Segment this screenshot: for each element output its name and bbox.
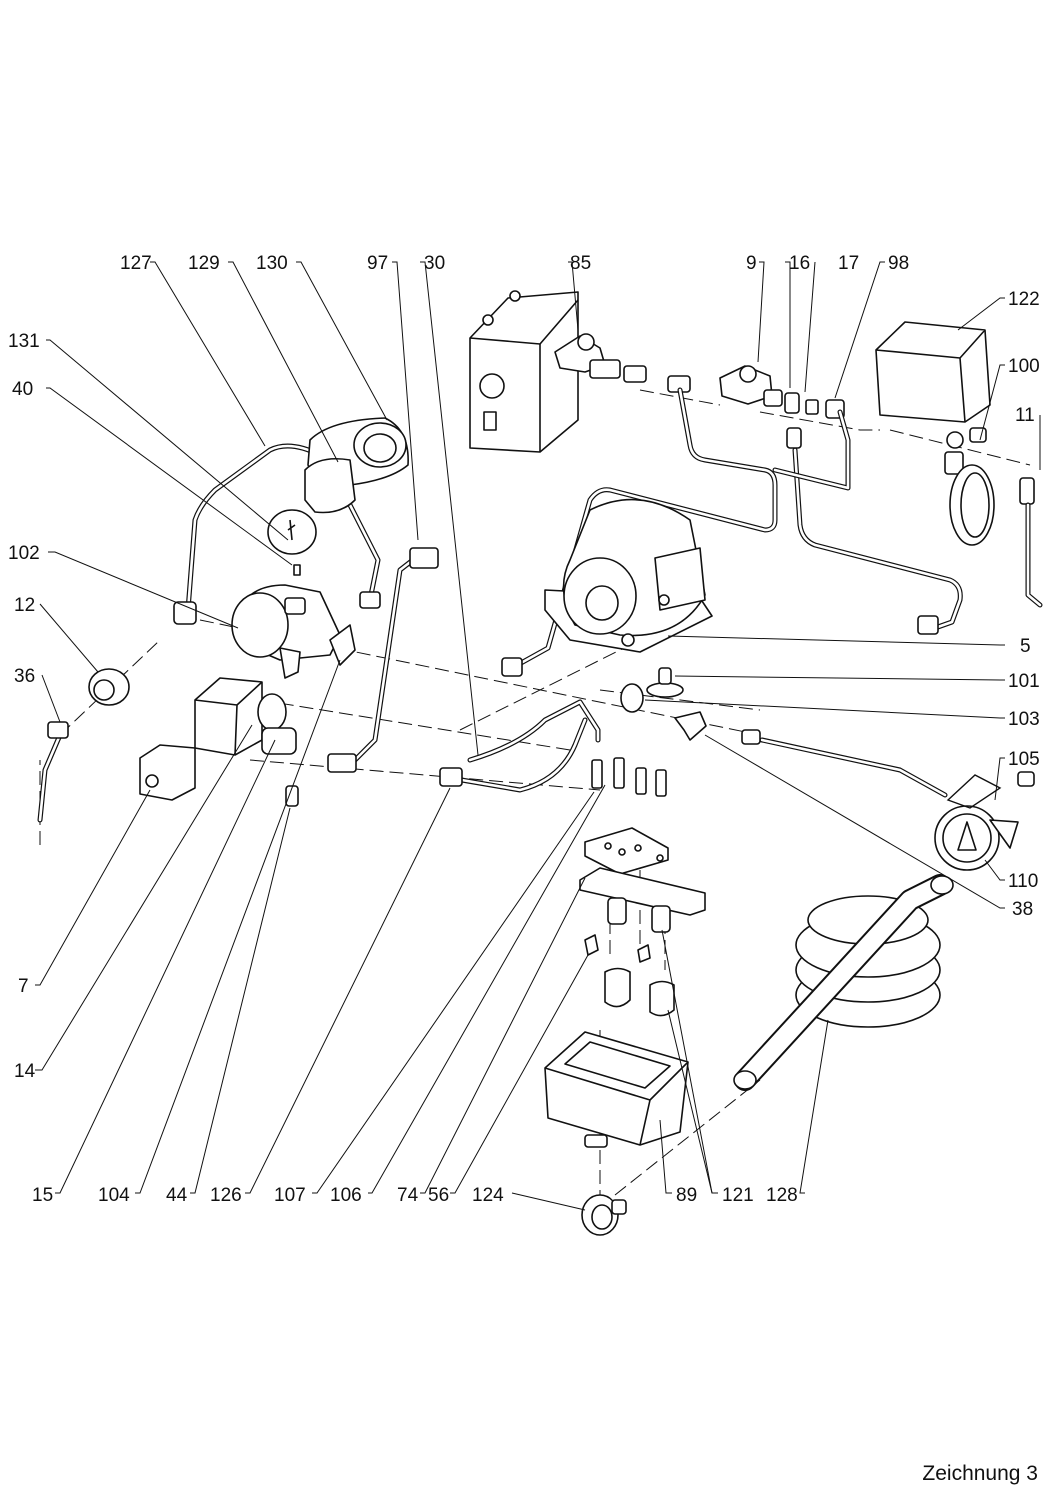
callout-124: 124	[472, 1185, 504, 1206]
callout-7: 7	[18, 976, 29, 997]
callout-101: 101	[1008, 671, 1040, 692]
callout-74: 74	[397, 1185, 419, 1206]
callout-121: 121	[722, 1185, 754, 1206]
callout-128: 128	[766, 1185, 798, 1206]
callout-38: 38	[1012, 899, 1033, 920]
callout-17: 17	[838, 253, 859, 274]
callout-129: 129	[188, 253, 220, 274]
callout-130: 130	[256, 253, 288, 274]
pressure-switch-122	[875, 321, 1035, 546]
callout-44: 44	[166, 1185, 188, 1206]
callout-36: 36	[14, 666, 35, 687]
callout-110: 110	[1008, 871, 1038, 892]
callout-100: 100	[1008, 356, 1040, 377]
callout-131: 131	[8, 331, 40, 352]
callout-103: 103	[1008, 709, 1040, 730]
callout-85: 85	[570, 253, 591, 274]
drawing-caption: Zeichnung 3	[922, 1462, 1038, 1485]
callout-89: 89	[676, 1185, 697, 1206]
callout-104: 104	[98, 1185, 130, 1206]
callout-98: 98	[888, 253, 909, 274]
callout-97: 97	[367, 253, 388, 274]
hose-clamp-124	[581, 1194, 627, 1236]
callout-127: 127	[120, 253, 152, 274]
top-fittings	[589, 359, 845, 449]
callout-106: 106	[330, 1185, 362, 1206]
assembly-axes	[39, 389, 1031, 1196]
callout-labels: 127 129 130 97 30 85 9 16 17 98 122 131 …	[8, 253, 1040, 1206]
callout-105: 105	[1008, 749, 1040, 770]
callout-102: 102	[8, 543, 40, 564]
callout-40: 40	[12, 379, 33, 400]
pressure-gauge-110	[741, 729, 1035, 871]
drain-fittings	[579, 757, 706, 1017]
callout-9: 9	[746, 253, 757, 274]
pump-housing-85	[469, 290, 606, 453]
callout-14: 14	[14, 1061, 36, 1082]
callout-15: 15	[32, 1185, 53, 1206]
drip-tray-89	[544, 1031, 689, 1148]
piping	[37, 387, 1043, 823]
callout-122: 122	[1008, 289, 1040, 310]
callout-11: 11	[1015, 405, 1035, 426]
callout-107: 107	[274, 1185, 306, 1206]
flow-valve-group	[47, 417, 939, 739]
pump-motor-5	[544, 498, 713, 741]
callout-30: 30	[424, 253, 445, 274]
callout-126: 126	[210, 1185, 242, 1206]
callout-12: 12	[14, 595, 35, 616]
drain-hose-coil-128	[733, 874, 954, 1091]
callout-56: 56	[428, 1185, 449, 1206]
callout-5: 5	[1020, 636, 1031, 657]
callout-16: 16	[789, 253, 810, 274]
solenoid-valve	[139, 677, 463, 807]
leader-lines	[35, 261, 1041, 1211]
